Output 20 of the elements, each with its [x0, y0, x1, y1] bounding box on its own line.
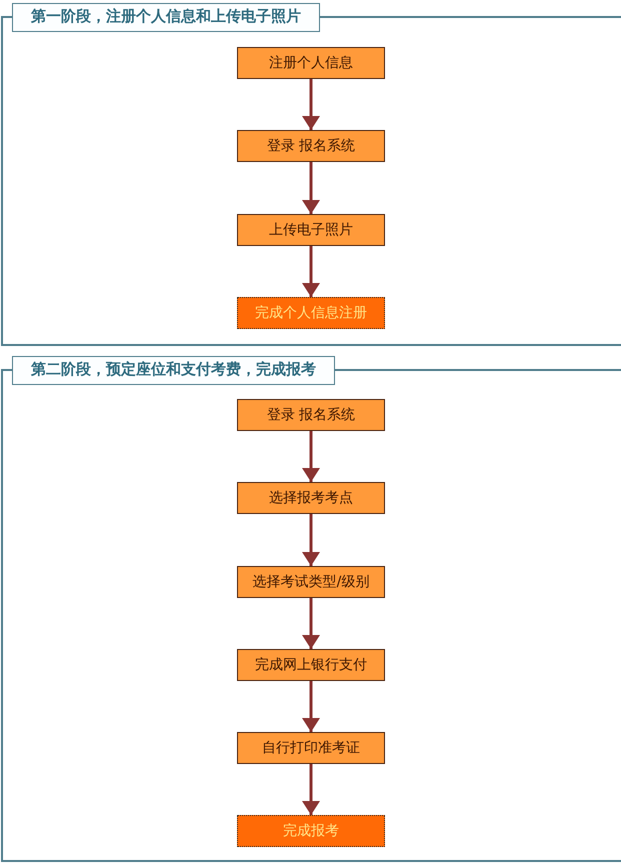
final-step: 完成报考: [237, 815, 385, 847]
process-step: 完成网上银行支付: [237, 649, 385, 681]
process-step: 注册个人信息: [237, 47, 385, 79]
arrow: [302, 764, 320, 815]
process-step: 选择考试类型/级别: [237, 566, 385, 598]
arrow: [302, 246, 320, 297]
arrow: [302, 598, 320, 649]
section-heading: 第一阶段，注册个人信息和上传电子照片: [12, 3, 320, 32]
final-step: 完成个人信息注册: [237, 297, 385, 329]
arrow: [302, 162, 320, 214]
arrow: [302, 514, 320, 566]
process-step: 登录 报名系统: [237, 130, 385, 162]
arrow: [302, 681, 320, 732]
process-step: 选择报考考点: [237, 482, 385, 514]
arrow: [302, 79, 320, 130]
process-step: 上传电子照片: [237, 214, 385, 246]
arrow: [302, 431, 320, 482]
section-heading: 第二阶段，预定座位和支付考费，完成报考: [12, 356, 335, 385]
process-step: 登录 报名系统: [237, 399, 385, 431]
process-step: 自行打印准考证: [237, 732, 385, 764]
